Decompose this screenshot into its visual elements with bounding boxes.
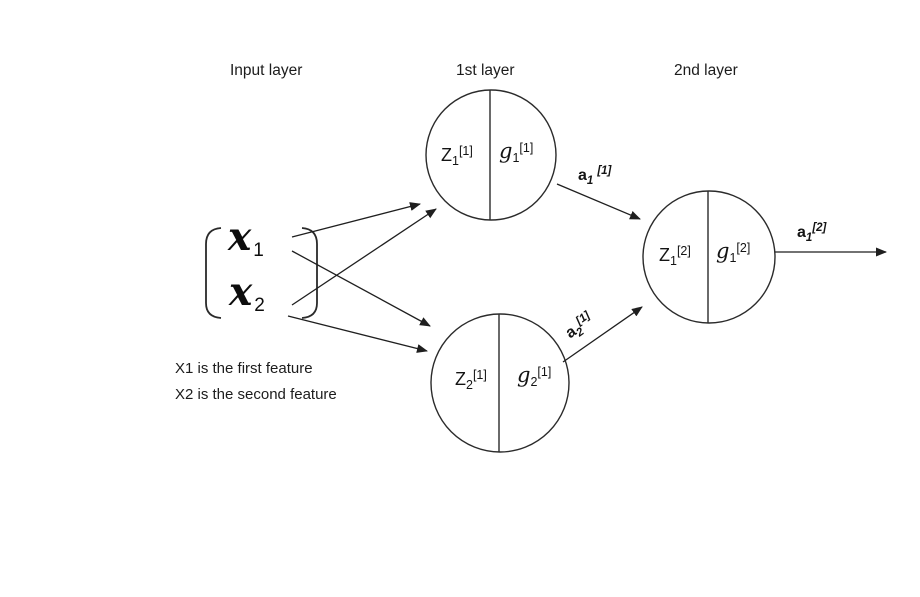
z1-1-sub: 1 (452, 154, 459, 168)
arrow-x2-to-layer1-neuron1 (291, 208, 437, 306)
g1-2-sup: [2] (736, 241, 751, 255)
z1-2-sub: 1 (670, 254, 677, 268)
layer1-neuron2-circle (430, 313, 570, 453)
z2-1-sub: 2 (466, 378, 473, 392)
second-layer-label: 2nd layer (674, 62, 738, 79)
g1-2-base: g (716, 239, 730, 263)
input-x2-subscript: 2 (254, 295, 265, 316)
arrow-x1-to-layer1-neuron2 (291, 250, 431, 327)
a1-2-sup: [2] (812, 222, 827, 234)
layer2-neuron1-circle (642, 190, 776, 324)
input-x1-subscript: 1 (253, 240, 264, 261)
a1-1-sub: 1 (586, 175, 594, 187)
z2-1-sup: [1] (472, 368, 487, 382)
a1-2-sub: 1 (805, 232, 813, 244)
feature-note-2: X2 is the second feature (175, 386, 337, 403)
input-x1-symbol: x (228, 214, 252, 260)
input-layer-label: Input layer (230, 62, 303, 79)
input-x2-symbol: x (229, 269, 253, 315)
first-layer-label: 1st layer (456, 62, 515, 79)
label-g1-layer1: g1[1] (499, 137, 533, 169)
layer1-neuron1-circle (425, 89, 557, 221)
input-bracket-right (301, 227, 318, 319)
g1-2-sub: 1 (729, 251, 737, 265)
label-z2-layer1: Z2[1] (455, 364, 487, 396)
feature-note-1: X1 is the first feature (175, 360, 313, 377)
arrow-a2-1-to-layer2 (562, 306, 643, 363)
label-a1-layer2: a1[2] (797, 218, 826, 248)
label-a1-layer1: a1[1] (578, 161, 611, 191)
arrow-a1-1-to-layer2 (556, 183, 641, 220)
z1-1-sup: [1] (458, 144, 473, 158)
label-g2-layer1: g2[1] (517, 361, 551, 393)
label-z1-layer2: Z1[2] (659, 240, 691, 272)
label-g1-layer2: g1[2] (716, 237, 750, 269)
g2-1-base: g (517, 363, 531, 387)
g1-1-sup: [1] (519, 141, 534, 155)
label-z1-layer1: Z1[1] (441, 140, 473, 172)
input-bracket-left (205, 227, 222, 319)
a1-1-base: a (578, 167, 587, 184)
g2-1-sub: 2 (530, 375, 538, 389)
a1-1-sup: [1] (597, 165, 612, 177)
arrow-x1-to-layer1-neuron1 (291, 202, 421, 238)
g1-1-sub: 1 (512, 151, 520, 165)
z1-2-sup: [2] (676, 244, 691, 258)
z1-2-base: Z (659, 245, 670, 265)
arrow-x2-to-layer1-neuron2 (287, 315, 428, 353)
g1-1-base: g (499, 139, 513, 163)
a1-2-base: a (797, 224, 806, 241)
z2-1-base: Z (455, 369, 466, 389)
z1-1-base: Z (441, 145, 452, 165)
g2-1-sup: [1] (537, 365, 552, 379)
